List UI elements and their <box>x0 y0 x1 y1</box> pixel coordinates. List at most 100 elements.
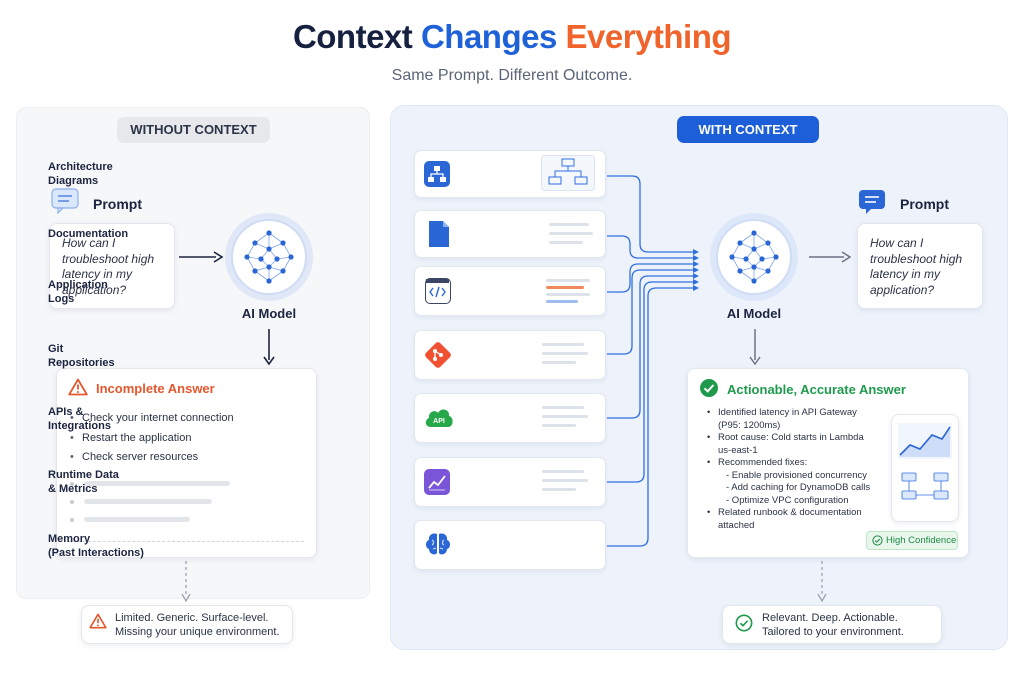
placeholder-line <box>546 293 590 296</box>
prompt-card <box>857 223 983 309</box>
list-item: Root cause: Cold starts in Lambda <box>706 432 870 445</box>
summary-line: Relevant. Deep. Actionable. <box>762 612 898 624</box>
list-item-continuation: attached <box>718 519 755 531</box>
source-label: Application Logs <box>48 278 108 306</box>
placeholder-line <box>542 488 576 491</box>
placeholder-line <box>84 499 212 504</box>
arrow-down-icon <box>749 329 761 366</box>
sub-list-item: - Add caching for DynamoDB calls <box>726 482 871 493</box>
placeholder-line <box>84 481 230 486</box>
arrow-down-icon <box>263 329 275 366</box>
context-connectors <box>607 175 699 547</box>
warning-icon <box>68 378 88 396</box>
prompt-line: application? <box>870 282 935 297</box>
list-item: Check server resources <box>68 451 234 471</box>
arrow-right-icon <box>809 251 852 263</box>
placeholder-dot <box>70 518 74 522</box>
prompt-text: How can I troubleshoot high latency in m… <box>62 236 154 298</box>
prompt-line: troubleshoot high <box>62 251 155 266</box>
list-item: Check your internet connection <box>68 412 234 432</box>
check-circle-icon <box>872 535 883 546</box>
source-label-line: Logs <box>48 293 75 305</box>
prompt-line: How can I <box>62 236 116 250</box>
list-item: Related runbook & documentation <box>706 507 870 520</box>
source-label: Documentation <box>48 227 128 241</box>
placeholder-line <box>542 361 576 364</box>
metrics-icon <box>424 469 450 495</box>
git-icon <box>425 342 451 368</box>
prompt-card <box>49 223 175 309</box>
divider <box>68 541 304 542</box>
placeholder-line <box>546 279 590 282</box>
without-context-label: WITHOUT CONTEXT <box>117 117 270 143</box>
check-circle-icon <box>735 614 753 632</box>
relevant-summary-card <box>722 605 942 644</box>
api-cloud-icon: API <box>425 409 453 427</box>
title-part-1: Context <box>292 18 413 55</box>
title-part-3: Everything <box>565 18 732 55</box>
source-label-line: Integrations <box>48 420 111 432</box>
source-label: Runtime Data & Metrics <box>48 468 119 496</box>
list-item: Identified latency in API Gateway <box>706 407 870 420</box>
summary-line: Tailored to your environment. <box>762 626 904 638</box>
prompt-line: troubleshoot high <box>870 251 963 266</box>
prompt-line: How can I <box>870 236 924 250</box>
source-label-line: Architecture <box>48 161 113 173</box>
prompt-line: latency in my <box>870 267 941 281</box>
neural-network-icon <box>729 230 779 284</box>
placeholder-line <box>542 343 584 346</box>
list-item: Recommended fixes: <box>706 457 870 470</box>
source-label-line: APIs & <box>48 406 84 418</box>
summary-line: Limited. Generic. Surface-level. <box>115 612 269 624</box>
source-label: Architecture Diagrams <box>48 160 113 188</box>
prompt-line: latency in my <box>62 267 133 281</box>
placeholder-line <box>546 286 584 289</box>
prompt-line: application? <box>62 282 127 297</box>
dashed-arrow-down-icon <box>817 561 827 603</box>
ai-model-label: AI Model <box>241 306 297 321</box>
placeholder-line <box>549 232 593 235</box>
source-label-line: Repositories <box>48 357 115 369</box>
code-icon <box>425 278 451 304</box>
document-icon <box>429 221 449 247</box>
placeholder-line <box>542 479 588 482</box>
source-label: Memory (Past Interactions) <box>48 532 144 560</box>
with-context-label: WITH CONTEXT <box>677 116 819 143</box>
page-title: Context Changes Everything <box>0 18 1024 56</box>
ai-model-label: AI Model <box>726 306 782 321</box>
svg-text:API: API <box>433 418 445 425</box>
list-item-continuation: us-east-1 <box>718 444 758 456</box>
title-part-2: Changes <box>420 18 557 55</box>
sub-list-item: - Enable provisioned concurrency <box>726 469 867 481</box>
relevant-summary-text: Relevant. Deep. Actionable. Tailored to … <box>762 611 904 639</box>
placeholder-line <box>549 241 583 244</box>
accurate-answer-title: Actionable, Accurate Answer <box>727 382 906 397</box>
dashed-arrow-down-icon <box>181 561 191 603</box>
placeholder-line <box>542 470 584 473</box>
placeholder-line <box>84 517 190 522</box>
warning-icon <box>89 613 107 629</box>
list-item-continuation: (P95: 1200ms) <box>718 419 781 431</box>
chat-bubble-icon <box>51 188 79 214</box>
placeholder-line <box>542 415 588 418</box>
accurate-answer-list: Identified latency in API Gateway (P95: … <box>706 407 870 532</box>
source-label-line: (Past Interactions) <box>48 547 144 559</box>
prompt-label: Prompt <box>900 196 949 212</box>
placeholder-line <box>549 223 589 226</box>
list-item: Restart the application <box>68 432 234 452</box>
page-subtitle: Same Prompt. Different Outcome. <box>391 67 633 84</box>
placeholder-line <box>546 300 578 303</box>
chat-bubble-icon <box>859 190 885 214</box>
placeholder-line <box>542 424 576 427</box>
check-circle-icon <box>700 379 718 397</box>
source-label-line: Memory <box>48 533 91 545</box>
placeholder-dot <box>70 500 74 504</box>
mini-diagram-icon <box>541 155 595 191</box>
source-label-line: Documentation <box>48 228 129 240</box>
placeholder-dot <box>70 482 74 486</box>
source-label-line: Git <box>48 343 64 355</box>
neural-network-icon <box>244 230 294 284</box>
brain-icon <box>426 533 450 555</box>
confidence-badge: High Confidence <box>866 531 958 550</box>
